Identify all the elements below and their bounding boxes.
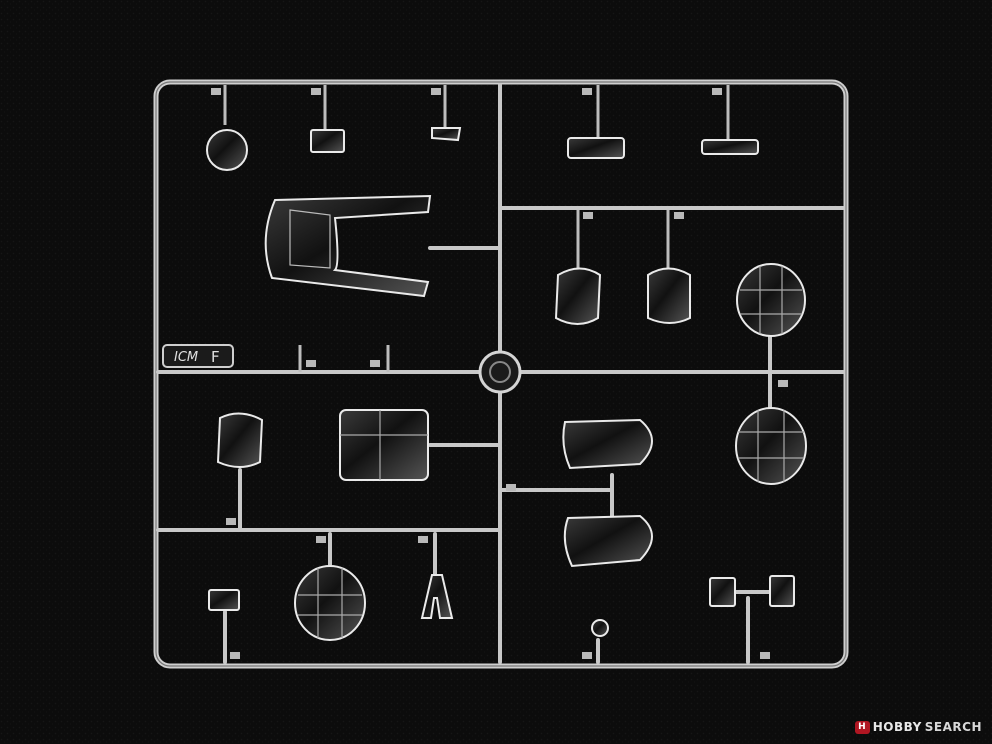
capsule-part-upper — [562, 418, 653, 470]
nose-glass-part-right — [647, 267, 691, 324]
bracket-part — [420, 574, 454, 619]
bottom-window-left — [709, 577, 736, 607]
clear-parts — [206, 127, 807, 641]
round-lens-part — [206, 129, 248, 171]
small-round-part — [591, 619, 609, 637]
rect-window-part — [701, 139, 759, 155]
dome-part-bottom — [735, 407, 807, 485]
canopy-part — [264, 194, 432, 298]
turret-glass-part — [216, 412, 264, 468]
cabin-glass-part — [339, 409, 429, 481]
small-window-part-2 — [431, 127, 462, 142]
dome-part-top — [736, 263, 806, 337]
bottom-small-window-part — [208, 589, 240, 611]
number-tabs — [211, 88, 788, 659]
gate-stubs — [223, 85, 730, 372]
nose-glass-part-left — [554, 267, 602, 325]
sprue-letter: F — [211, 348, 220, 366]
maker-logo-tag: ICM F — [162, 344, 234, 368]
watermark-search: SEARCH — [924, 720, 982, 734]
bottom-window-right — [769, 575, 795, 607]
maker-logo-text: ICM — [174, 350, 198, 365]
small-window-part — [310, 129, 345, 153]
watermark-badge: H — [854, 720, 870, 734]
bottom-dome-part — [294, 565, 366, 641]
square-window-part — [567, 137, 625, 159]
watermark: H HOBBY SEARCH — [854, 720, 982, 734]
sprue-hub — [478, 350, 522, 394]
capsule-part-lower — [563, 514, 653, 568]
watermark-hobby: HOBBY — [872, 720, 922, 734]
sprue-frame — [153, 79, 849, 669]
